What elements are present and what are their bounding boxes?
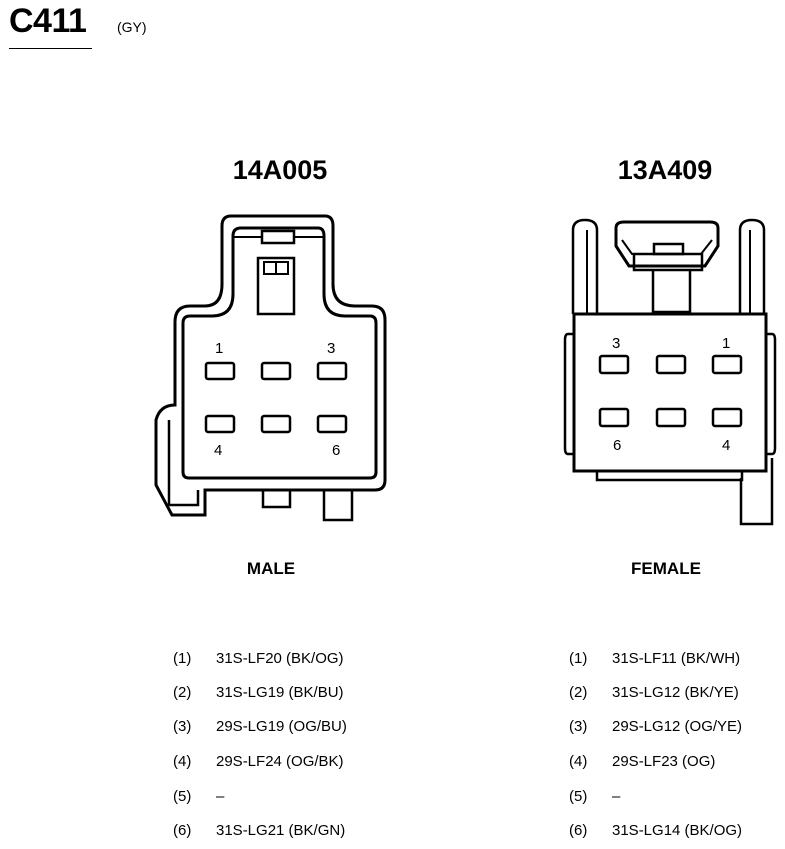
female-cavity-6 [598, 407, 630, 428]
female-cavity-4 [711, 407, 743, 428]
male-inner-outline [181, 226, 378, 480]
pin-number: (3) [173, 718, 192, 735]
male-outer-outline [154, 214, 387, 517]
male-cavity-label-3: 3 [327, 340, 335, 357]
male-connector-face [154, 214, 387, 522]
male-cavity-6 [316, 414, 348, 434]
male-cavity-3 [316, 361, 348, 381]
pin-number: (4) [569, 753, 588, 770]
pin-number: (1) [173, 650, 192, 667]
male-cavity-label-6: 6 [332, 442, 340, 459]
gender-label-male: MALE [246, 559, 296, 578]
male-cavity-label-4: 4 [214, 442, 222, 459]
female-right-post [738, 218, 766, 314]
pin-circuit: 31S-LG21 (BK/GN) [216, 822, 346, 839]
female-latch-plate [632, 252, 704, 272]
title-underline [9, 48, 92, 49]
pin-circuit: 29S-LF23 (OG) [612, 753, 716, 770]
gender-label-female: FEMALE [631, 559, 701, 578]
female-cavity-label-1: 1 [722, 335, 730, 352]
female-cavity-label-4: 4 [722, 437, 730, 454]
female-cavity-3 [598, 354, 630, 375]
pin-number: (5) [173, 788, 192, 805]
pin-circuit: 29S-LF24 (OG/BK) [216, 753, 344, 770]
pin-circuit: 31S-LG14 (BK/OG) [612, 822, 743, 839]
part-number-male: 14A005 [232, 155, 328, 185]
male-cavity-label-1: 1 [215, 340, 223, 357]
pin-circuit: 31S-LG12 (BK/YE) [612, 684, 739, 701]
pin-number: (6) [173, 822, 192, 839]
pin-number: (6) [569, 822, 588, 839]
pinout-list-female: (1) 31S-LF11 (BK/WH) (2) 31S-LG12 (BK/YE… [569, 650, 784, 840]
male-side-clip [167, 420, 200, 507]
pin-number: (4) [173, 753, 192, 770]
pin-circuit: – [216, 788, 225, 805]
pin-number: (1) [569, 650, 588, 667]
pin-circuit: 31S-LG19 (BK/BU) [216, 684, 344, 701]
male-latch-top [260, 229, 296, 245]
pin-circuit: 31S-LF20 (BK/OG) [216, 650, 344, 667]
female-cavity-label-3: 3 [612, 335, 620, 352]
pin-number: (2) [173, 684, 192, 701]
connector-color: (GY) [117, 19, 147, 35]
female-right-flange [766, 332, 777, 456]
female-cavity-label-6: 6 [613, 437, 621, 454]
pin-number: (3) [569, 718, 588, 735]
male-cavity-4 [204, 414, 236, 434]
female-connector-face [563, 218, 777, 526]
male-cavity-1 [204, 361, 236, 381]
pin-circuit: 29S-LG12 (OG/YE) [612, 718, 743, 735]
female-cavity-2 [655, 354, 687, 375]
female-bottom-ledge [595, 471, 744, 482]
pin-circuit: 29S-LG19 (OG/BU) [216, 718, 347, 735]
male-key-center [261, 488, 292, 509]
female-left-flange [563, 332, 574, 456]
male-latch-body [256, 256, 296, 316]
male-key-right [322, 490, 354, 522]
pin-number: (2) [569, 684, 588, 701]
pin-number: (5) [569, 788, 588, 805]
male-cavity-2 [260, 361, 292, 381]
female-cavities [598, 354, 743, 428]
pinout-list-male: (1) 31S-LF20 (BK/OG) (2) 31S-LG19 (BK/BU… [173, 650, 433, 840]
connector-id: C411 [9, 2, 87, 40]
pin-circuit: 31S-LF11 (BK/WH) [612, 650, 741, 667]
female-latch-tab [652, 242, 685, 256]
part-number-female: 13A409 [617, 155, 713, 185]
female-left-post [571, 218, 599, 314]
pin-circuit: – [612, 788, 621, 805]
female-cavity-1 [711, 354, 743, 375]
female-latch-hood [614, 220, 720, 268]
male-cavity-5 [260, 414, 292, 434]
female-body [572, 312, 768, 473]
female-side-clip [739, 458, 774, 526]
female-latch-stem [651, 270, 692, 314]
male-cavities [204, 361, 348, 434]
female-cavity-5 [655, 407, 687, 428]
